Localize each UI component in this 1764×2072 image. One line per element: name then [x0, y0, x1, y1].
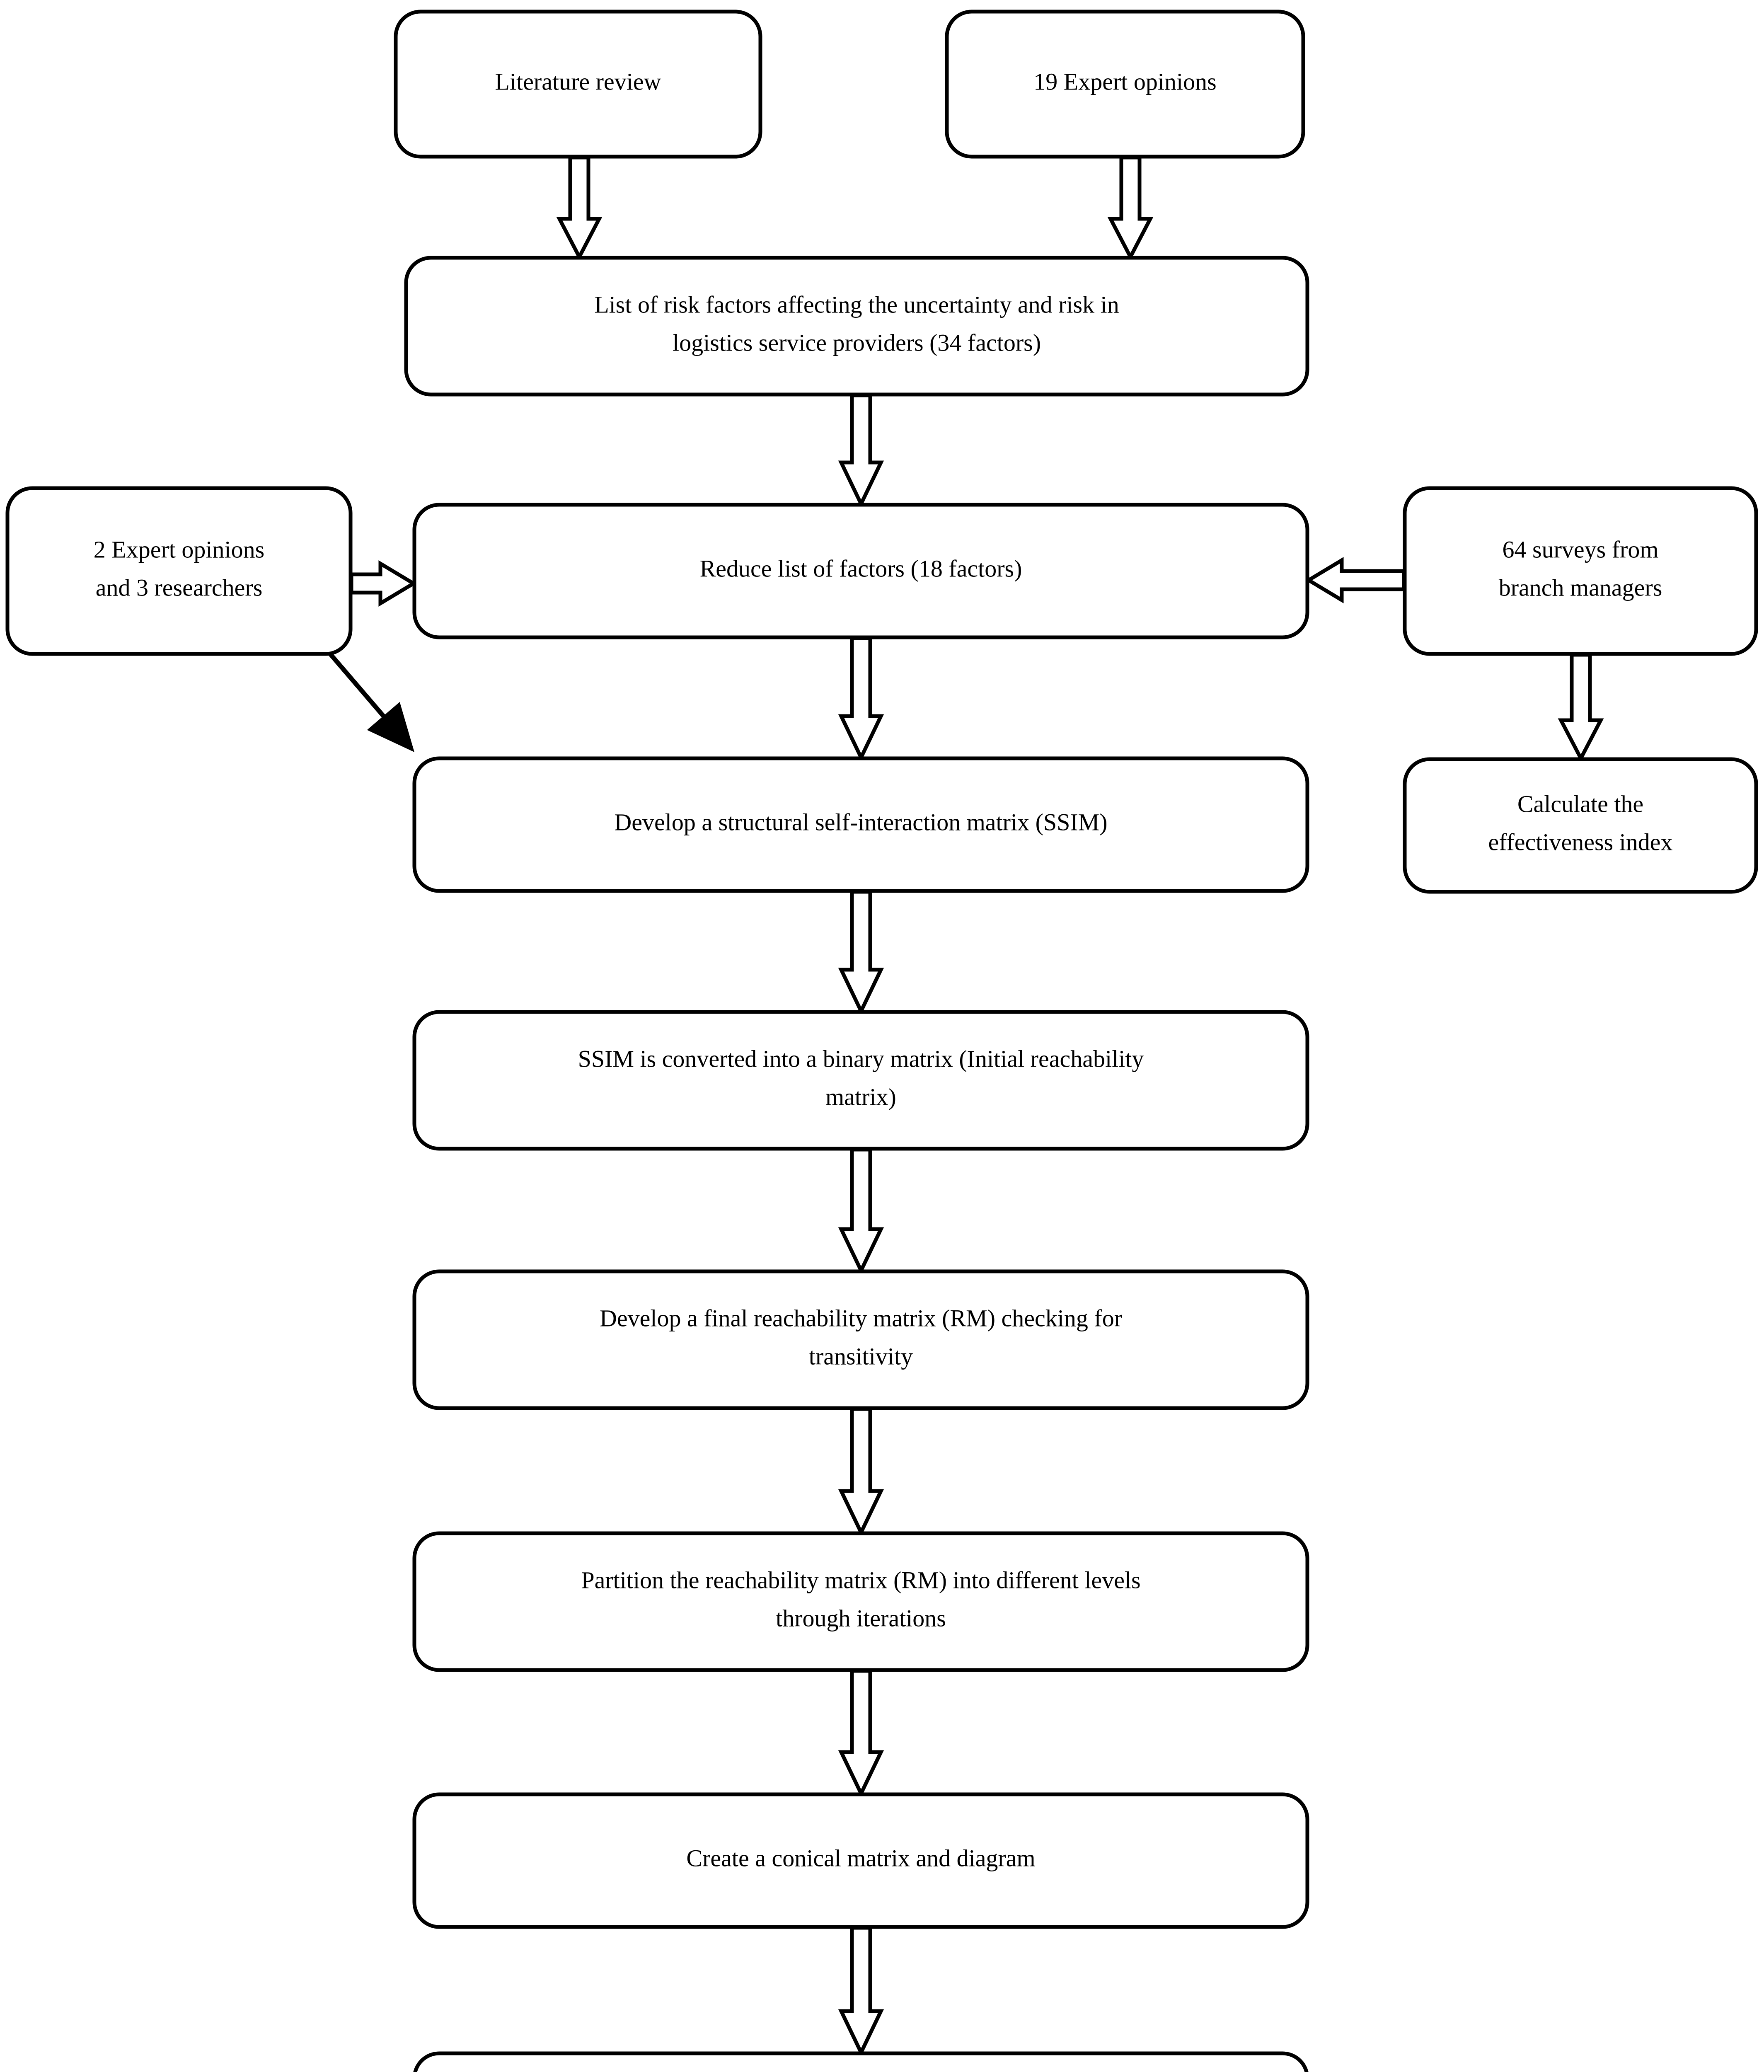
node-label-expert-opinions-2: 2 Expert opinions — [94, 536, 264, 563]
connector-partition-to-conical — [838, 1669, 884, 1798]
connector-reduce-to-ssim — [838, 636, 884, 762]
node-label-ssim-develop: Develop a structural self-interaction ma… — [614, 808, 1107, 835]
node-label-effectiveness-index: Calculate the — [1517, 790, 1643, 817]
node-label-final-reachability: Develop a final reachability matrix (RM)… — [600, 1305, 1122, 1331]
node-box-expert-opinions-2 — [5, 486, 353, 656]
connector-arrow-lit-to-list — [556, 155, 603, 261]
node-binary-matrix[interactable]: SSIM is converted into a binary matrix (… — [412, 1010, 1309, 1151]
node-final-reachability[interactable]: Develop a final reachability matrix (RM)… — [412, 1269, 1309, 1410]
node-micmac-analysis[interactable]: MICMAC analysis — [413, 2051, 1309, 2072]
node-label-expert-opinions-19: 19 Expert opinions — [1033, 68, 1216, 95]
connector-conical-to-micmac — [838, 1926, 884, 2057]
node-box-partition-levels — [412, 1531, 1309, 1672]
node-label-surveys-64: 64 surveys from — [1503, 536, 1659, 563]
connector-line-expert2-to-ssim — [325, 649, 390, 723]
connector-arrow-conical-to-micmac — [838, 1926, 884, 2057]
connector-arrow-final-to-partition — [838, 1407, 884, 1537]
connector-final-to-partition — [838, 1407, 884, 1537]
node-label-binary-matrix: SSIM is converted into a binary matrix (… — [578, 1045, 1144, 1072]
node-box-conical-matrix — [412, 1792, 1309, 1929]
node-reduce-list[interactable]: Reduce list of factors (18 factors) — [412, 503, 1309, 639]
connector-binary-to-final — [838, 1147, 884, 1275]
node-box-final-reachability — [412, 1269, 1309, 1410]
node-risk-factor-list[interactable]: List of risk factors affecting the uncer… — [404, 256, 1309, 397]
connector-ssim-to-binary — [838, 890, 884, 1016]
connector-surveys-to-reduce — [1305, 557, 1406, 603]
node-effectiveness-index[interactable]: Calculate the effectiveness index — [1403, 757, 1758, 894]
connector-lit-to-list — [556, 155, 603, 261]
connector-list-to-reduce — [838, 393, 884, 508]
node-label-expert-opinions-2: and 3 researchers — [96, 574, 263, 601]
connector-arrow-binary-to-final — [838, 1147, 884, 1275]
node-expert-opinions-19[interactable]: 19 Expert opinions — [945, 10, 1305, 159]
connector-arrow-surveys-to-index — [1558, 653, 1604, 762]
node-label-literature-review: Literature review — [495, 68, 661, 95]
node-label-binary-matrix: matrix) — [825, 1083, 896, 1110]
connector-arrow-ssim-to-binary — [838, 890, 884, 1016]
connector-arrow-list-to-reduce — [838, 393, 884, 508]
node-box-effectiveness-index — [1403, 757, 1758, 894]
node-expert-opinions-2[interactable]: 2 Expert opinions and 3 researchers — [5, 486, 353, 656]
node-label-final-reachability: transitivity — [809, 1343, 913, 1370]
connector-surveys-to-index — [1558, 653, 1604, 762]
node-label-conical-matrix: Create a conical matrix and diagram — [686, 1844, 1035, 1871]
node-layer: Literature review 19 Expert opinionsList … — [5, 10, 1758, 2072]
node-partition-levels[interactable]: Partition the reachability matrix (RM) i… — [412, 1531, 1309, 1672]
node-surveys-64[interactable]: 64 surveys from branch managers — [1403, 486, 1758, 656]
connector-arrow-reduce-to-ssim — [838, 636, 884, 762]
connector-head-expert2-to-ssim — [367, 702, 414, 752]
node-box-ssim-develop — [412, 756, 1309, 893]
node-box-micmac-analysis — [413, 2051, 1309, 2072]
connector-arrow-partition-to-conical — [838, 1669, 884, 1798]
node-label-surveys-64: branch managers — [1499, 574, 1662, 601]
node-label-partition-levels: through iterations — [776, 1605, 946, 1631]
node-literature-review[interactable]: Literature review — [394, 10, 762, 159]
node-box-expert-opinions-19 — [945, 10, 1305, 159]
node-label-risk-factor-list: List of risk factors affecting the uncer… — [594, 291, 1119, 318]
node-box-surveys-64 — [1403, 486, 1758, 656]
connector-expert19-to-list — [1107, 155, 1154, 261]
node-label-partition-levels: Partition the reachability matrix (RM) i… — [581, 1566, 1140, 1593]
node-box-risk-factor-list — [404, 256, 1309, 397]
connector-arrow-expert19-to-list — [1107, 155, 1154, 261]
connector-expert2-to-reduce — [349, 560, 417, 607]
node-label-reduce-list: Reduce list of factors (18 factors) — [700, 555, 1022, 582]
connector-arrow-expert2-to-reduce — [349, 560, 417, 607]
connector-layer — [325, 155, 1604, 2057]
node-label-effectiveness-index: effectiveness index — [1488, 828, 1672, 855]
connector-expert2-to-ssim — [325, 649, 414, 752]
connector-arrow-surveys-to-reduce — [1305, 557, 1406, 603]
node-box-reduce-list — [412, 503, 1309, 639]
node-box-binary-matrix — [412, 1010, 1309, 1151]
node-conical-matrix[interactable]: Create a conical matrix and diagram — [412, 1792, 1309, 1929]
node-box-literature-review — [394, 10, 762, 159]
node-label-risk-factor-list: logistics service providers (34 factors) — [673, 329, 1041, 356]
node-ssim-develop[interactable]: Develop a structural self-interaction ma… — [412, 756, 1309, 893]
